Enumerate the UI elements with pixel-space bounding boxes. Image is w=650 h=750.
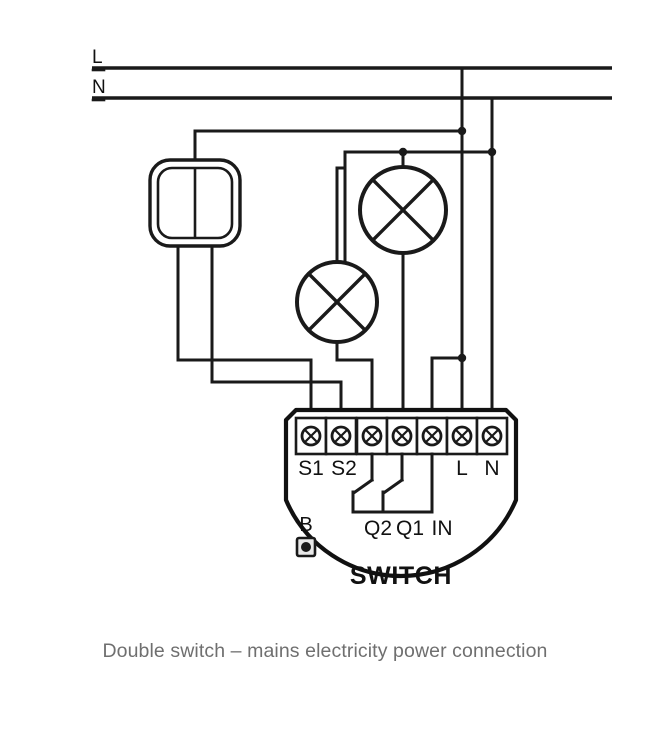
terminal-label-s2: S2 [331, 457, 357, 480]
wire-neutral-to-lamps [343, 150, 494, 170]
terminal-in[interactable] [415, 416, 449, 456]
labels-group: L N S1 S2 L N Q2 Q1 IN B SWITCH [92, 47, 500, 590]
terminal-s2[interactable] [324, 416, 358, 456]
wire-wall-switch-to-s1 [176, 243, 313, 422]
terminal-label-q2: Q2 [364, 517, 392, 540]
terminal-label-q1: Q1 [396, 517, 424, 540]
wiring-group [176, 66, 497, 422]
internal-relay-contacts [351, 452, 434, 514]
service-button-group[interactable] [295, 536, 317, 558]
terminal-q1-screw-slot-b [395, 429, 409, 443]
relay-q2-contact-blade [352, 477, 375, 495]
rail-label-n: N [92, 77, 106, 98]
rail-label-l: L [92, 47, 103, 68]
wire-live-to-wall-switch [193, 129, 464, 164]
lamp-upper-cross-b [371, 178, 435, 242]
wire-live-to-in [430, 356, 464, 422]
terminal-q1[interactable] [385, 416, 419, 456]
terminal-q2[interactable] [355, 416, 389, 456]
figure-caption: Double switch – mains electricity power … [102, 640, 548, 662]
wall-switch-symbol [148, 158, 242, 248]
terminal-label-l: L [456, 457, 468, 480]
terminal-n-screw-slot-b [485, 429, 499, 443]
junction-dot-neutral [487, 147, 497, 157]
terminal-s1[interactable] [294, 416, 328, 456]
junction-dot-lamp-upper [398, 147, 408, 157]
terminal-s1-screw-slot-b [304, 429, 318, 443]
terminal-label-n: N [484, 457, 499, 480]
junction-dot-in [457, 353, 467, 363]
terminal-n[interactable] [475, 416, 509, 456]
terminal-block [294, 416, 509, 456]
terminal-l-screw-slot-b [455, 429, 469, 443]
device-name-label: SWITCH [350, 562, 452, 590]
terminal-label-in: IN [432, 517, 453, 540]
terminal-q2-screw-slot-b [365, 429, 379, 443]
mains-rails-group [91, 66, 612, 102]
wire-lamp-lower-to-q1 [335, 340, 374, 422]
terminal-label-s1: S1 [298, 457, 324, 480]
relay-q1-contact-blade [382, 477, 405, 495]
service-button-label: B [299, 514, 312, 536]
terminal-l[interactable] [445, 416, 479, 456]
junction-dot-live [457, 126, 467, 136]
service-button-dot [301, 542, 311, 552]
terminal-s2-screw-slot-b [334, 429, 348, 443]
lamp-lower-cross-b [307, 272, 367, 332]
wire-wall-switch-to-s2 [210, 243, 343, 422]
relay-common-bus-q2 [351, 490, 434, 514]
terminal-in-screw-slot-b [425, 429, 439, 443]
lamp-lower-symbol [295, 260, 379, 344]
wire-lamp-lower-top [335, 166, 347, 264]
lamp-upper-symbol [358, 165, 448, 255]
